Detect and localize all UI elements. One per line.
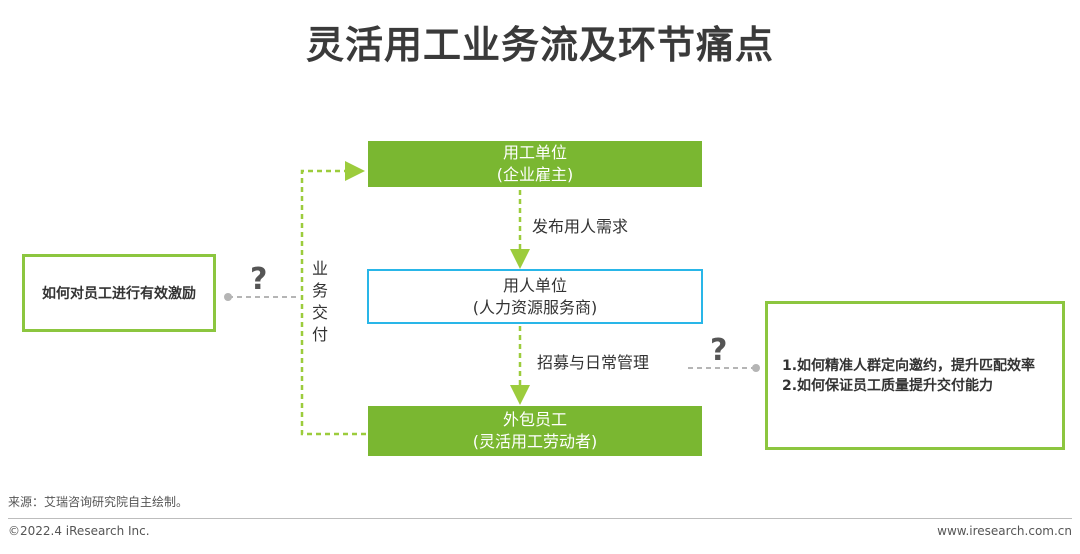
right-pain-question-icon: ?: [710, 333, 728, 368]
agency-box: 用人单位 (人力资源服务商): [367, 269, 703, 324]
agency-subtitle: (人力资源服务商): [472, 297, 598, 317]
right-pain-box: 1.如何精准人群定向邀约，提升匹配效率 2.如何保证员工质量提升交付能力: [765, 301, 1065, 450]
delivery-char: 交: [311, 303, 328, 322]
left-pain-dot: [224, 293, 232, 301]
footer-copyright: ©2022.4 iResearch Inc.: [8, 524, 150, 538]
agency-title: 用人单位: [502, 275, 567, 295]
left-pain-box: 如何对员工进行有效激励: [22, 254, 216, 332]
left-pain-text: 如何对员工进行有效激励: [42, 286, 196, 302]
worker-title: 外包员工: [502, 410, 567, 429]
flow-label-publish-demand: 发布用人需求: [532, 217, 629, 236]
employer-box: 用工单位 (企业雇主): [368, 141, 702, 187]
flow-label-recruit-manage: 招募与日常管理: [537, 353, 650, 372]
source-note: 来源：艾瑞咨询研究院自主绘制。: [8, 495, 189, 509]
right-pain-item: 1.如何精准人群定向邀约，提升匹配效率: [782, 357, 1036, 374]
delivery-loop-line: [300, 161, 366, 436]
employer-subtitle: (企业雇主): [496, 165, 574, 184]
worker-subtitle: (灵活用工劳动者): [472, 432, 598, 451]
delivery-char: 付: [311, 325, 328, 344]
left-pain-question-icon: ?: [250, 262, 268, 297]
delivery-label: 业 务 交 付: [310, 258, 330, 346]
right-pain-item: 2.如何保证员工质量提升交付能力: [782, 377, 994, 394]
page-title: 灵活用工业务流及环节痛点: [305, 23, 774, 67]
footer-website: www.iresearch.com.cn: [937, 524, 1072, 538]
worker-box: 外包员工 (灵活用工劳动者): [368, 406, 702, 456]
delivery-char: 业: [311, 259, 328, 278]
employer-title: 用工单位: [502, 143, 567, 162]
right-pain-dot: [752, 364, 760, 372]
delivery-char: 务: [311, 281, 328, 300]
footer-divider: [8, 518, 1072, 519]
